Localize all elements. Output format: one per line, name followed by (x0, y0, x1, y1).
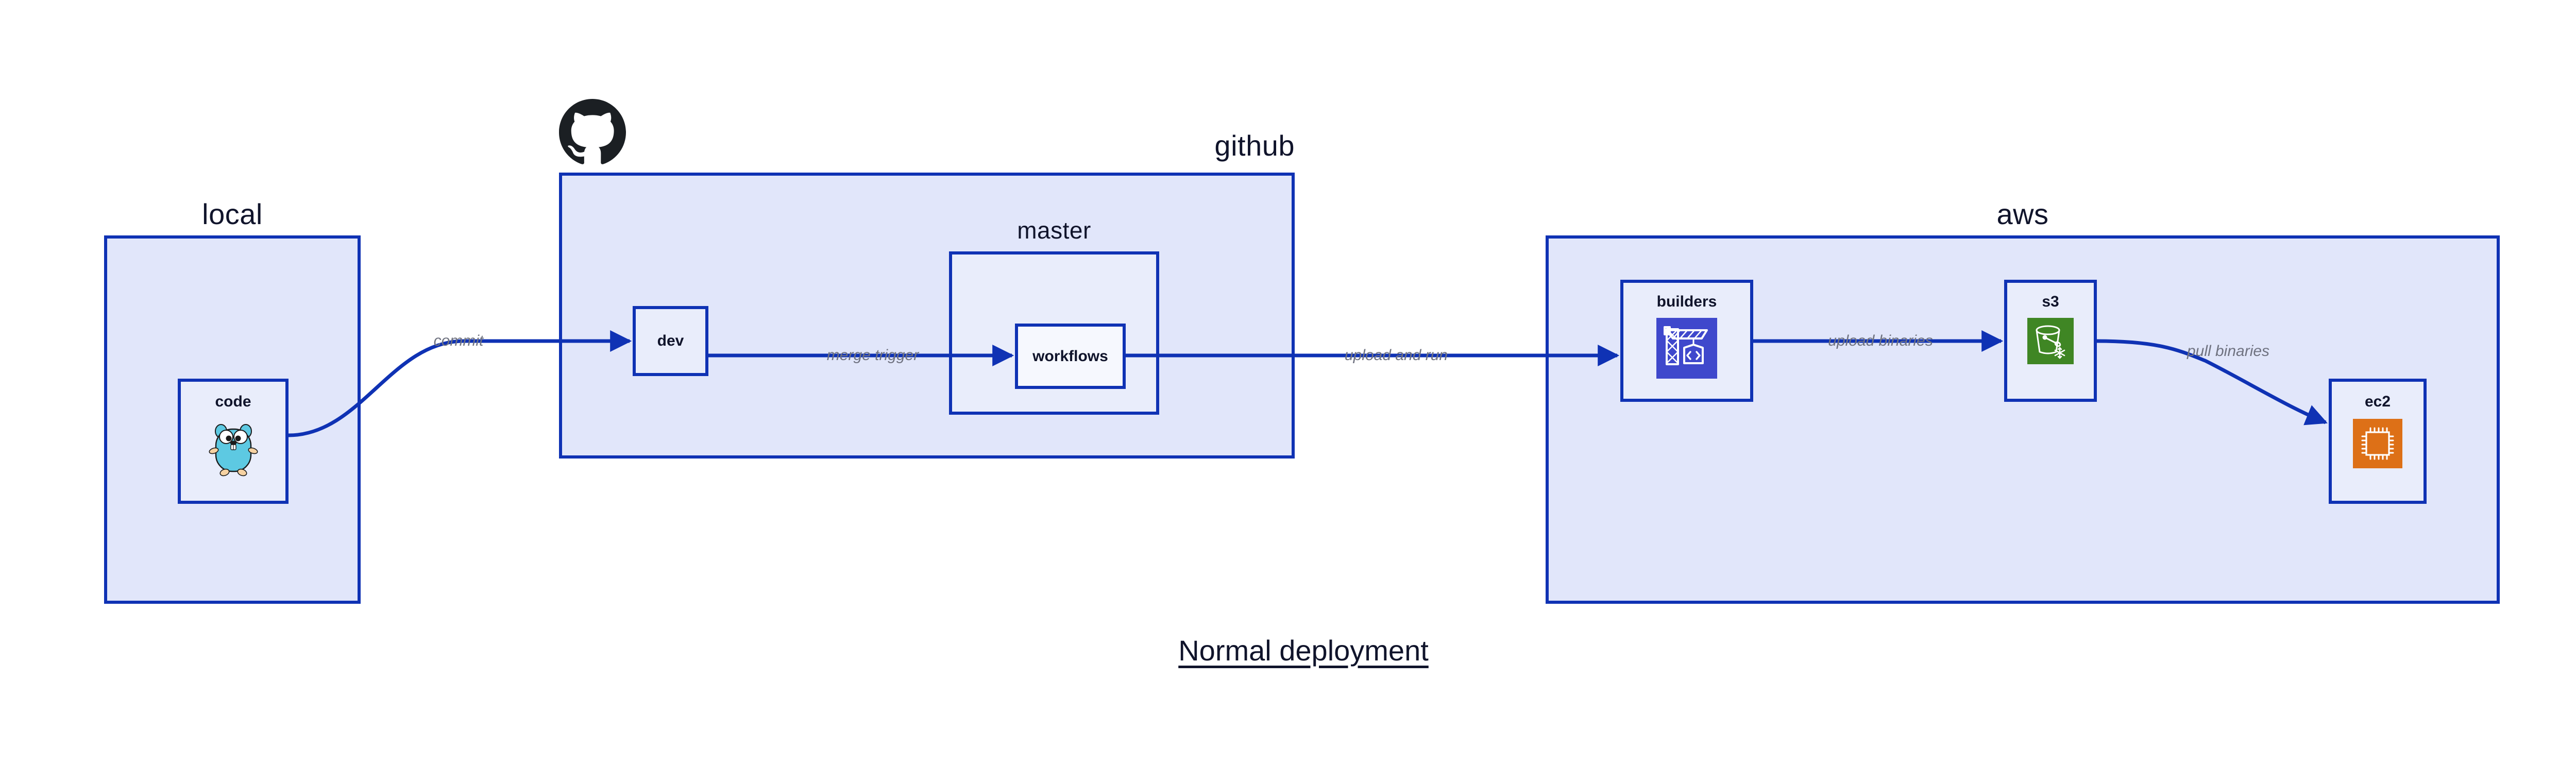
aws-codebuild-icon (1656, 318, 1717, 379)
group-title-github: github (1214, 129, 1295, 162)
diagram-title: Normal deployment (1178, 634, 1429, 667)
go-gopher-icon (206, 419, 261, 481)
node-s3-label: s3 (2042, 293, 2059, 310)
node-code[interactable]: code (178, 379, 289, 504)
edge-label-commit: commit (433, 332, 484, 349)
node-s3[interactable]: s3 (2004, 280, 2097, 402)
edge-label-upload-and-run: upload and run (1344, 347, 1448, 364)
node-workflows[interactable]: workflows (1015, 324, 1126, 389)
edge-label-merge-trigger: merge trigger (826, 347, 919, 364)
node-code-label: code (215, 393, 251, 410)
node-dev-label: dev (657, 332, 684, 349)
node-builders[interactable]: builders (1620, 280, 1753, 402)
node-builders-label: builders (1656, 293, 1717, 310)
node-dev[interactable]: dev (633, 306, 708, 376)
group-title-aws: aws (1996, 198, 2049, 230)
edge-label-pull-binaries: pull binaries (2187, 343, 2270, 360)
node-ec2[interactable]: ec2 (2329, 379, 2427, 504)
group-title-local: local (202, 198, 263, 230)
subgroup-title-master: master (1017, 217, 1091, 244)
aws-ec2-chip-icon (2353, 419, 2402, 468)
aws-s3-bucket-icon (2027, 318, 2074, 364)
github-octocat-logo (559, 99, 626, 166)
edge-label-upload-binaries: upload binaries (1828, 332, 1933, 349)
node-workflows-label: workflows (1032, 347, 1108, 365)
node-ec2-label: ec2 (2364, 393, 2391, 410)
